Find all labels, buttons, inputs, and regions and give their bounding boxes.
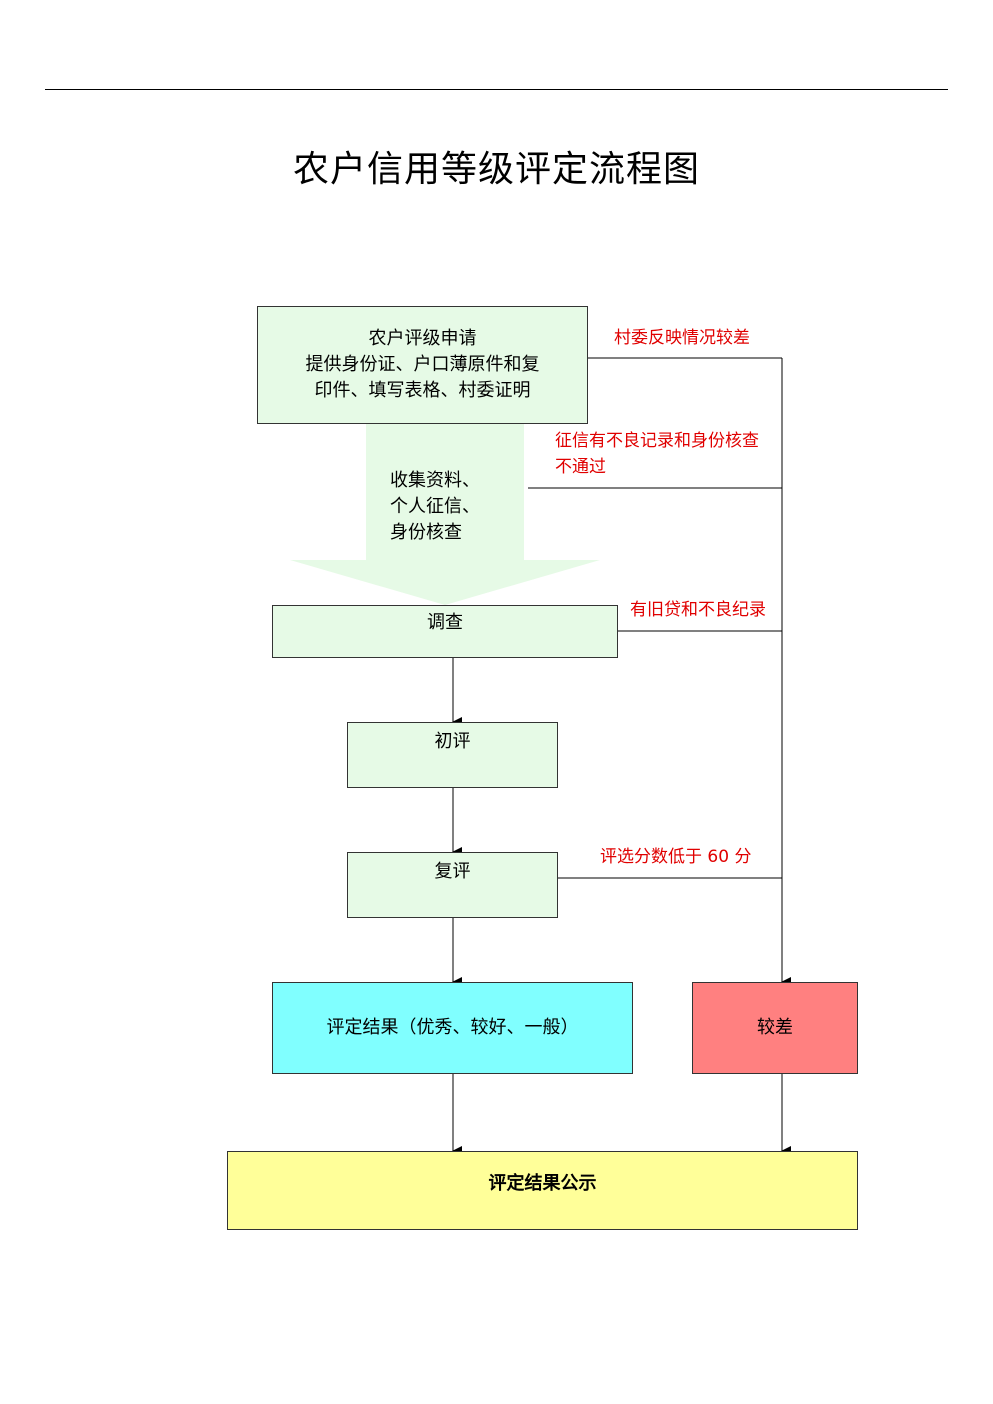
big-down-arrow [290,424,600,605]
node-publicize: 评定结果公示 [227,1151,858,1230]
node-result-good: 评定结果（优秀、较好、一般） [272,982,633,1074]
condition-village-poor: 村委反映情况较差 [614,328,750,348]
condition-credit-bad-line1: 征信有不良记录和身份核查 [555,431,759,451]
header-rule [45,89,948,90]
node-survey: 调查 [272,605,618,658]
apply-line-2: 提供身份证、户口薄原件和复 [305,354,540,375]
condition-score-low: 评选分数低于 60 分 [600,847,752,867]
collect-step-text: 收集资料、 个人征信、 身份核查 [390,468,480,546]
collect-line-3: 身份核查 [390,522,462,543]
apply-line-1: 农户评级申请 [368,328,477,349]
node-result-poor: 较差 [692,982,858,1074]
node-initial: 初评 [347,722,558,788]
node-review: 复评 [347,852,558,918]
condition-credit-bad-line2: 不通过 [555,457,606,477]
page-title: 农户信用等级评定流程图 [292,149,700,190]
condition-old-loan: 有旧贷和不良纪录 [630,600,766,620]
collect-line-2: 个人征信、 [390,496,480,517]
apply-line-3: 印件、填写表格、村委证明 [314,380,531,401]
collect-line-1: 收集资料、 [390,470,480,491]
node-apply: 农户评级申请 提供身份证、户口薄原件和复 印件、填写表格、村委证明 [257,306,588,424]
